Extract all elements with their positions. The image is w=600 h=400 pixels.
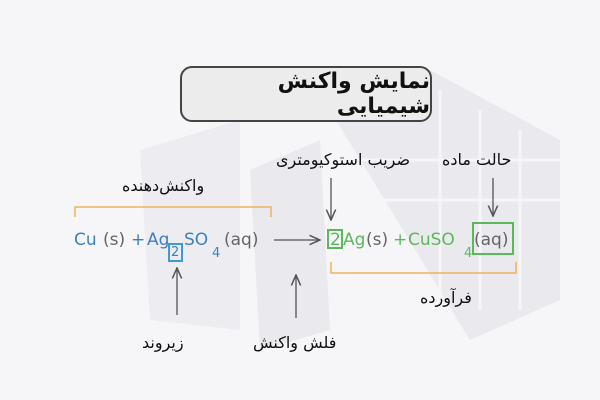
product-cuso: CuSO [408, 230, 455, 250]
product-ag: Ag [343, 230, 366, 250]
products-bracket [330, 262, 517, 274]
products-label: فرآورده [420, 288, 472, 307]
ag-subscript: 2 [171, 245, 180, 260]
state-highlight-box [472, 222, 514, 255]
diagram-title: نمایش واکنش شیمیایی [180, 66, 432, 122]
reactant-cu: Cu [74, 230, 97, 250]
coefficient-label: ضریب استوکیومتری [276, 150, 411, 169]
state-label: حالت ماده [442, 150, 512, 169]
product-ag-state: (s) [366, 230, 389, 250]
reactant-ag: Ag [147, 230, 170, 250]
reactant-cu-state: (s) [103, 230, 126, 250]
reaction-arrow-label: فلش واکنش [253, 333, 337, 352]
reactant-so: SO [184, 230, 209, 250]
reactant-state-aq: (aq) [224, 230, 259, 250]
coefficient-highlight-box [327, 229, 343, 249]
reactants-bracket [74, 206, 272, 217]
stoichiometric-coefficient: 2 [330, 230, 341, 250]
subscript-label: زیروند [142, 333, 184, 352]
so-subscript: 4 [212, 246, 221, 261]
cuso-subscript: 4 [464, 246, 473, 261]
plus-sign: + [131, 230, 146, 250]
subscript-highlight-box [168, 243, 183, 262]
reactants-label: واکنش‌دهنده [122, 176, 205, 195]
plus-sign-products: + [393, 230, 408, 250]
product-state-aq: (aq) [474, 230, 509, 250]
